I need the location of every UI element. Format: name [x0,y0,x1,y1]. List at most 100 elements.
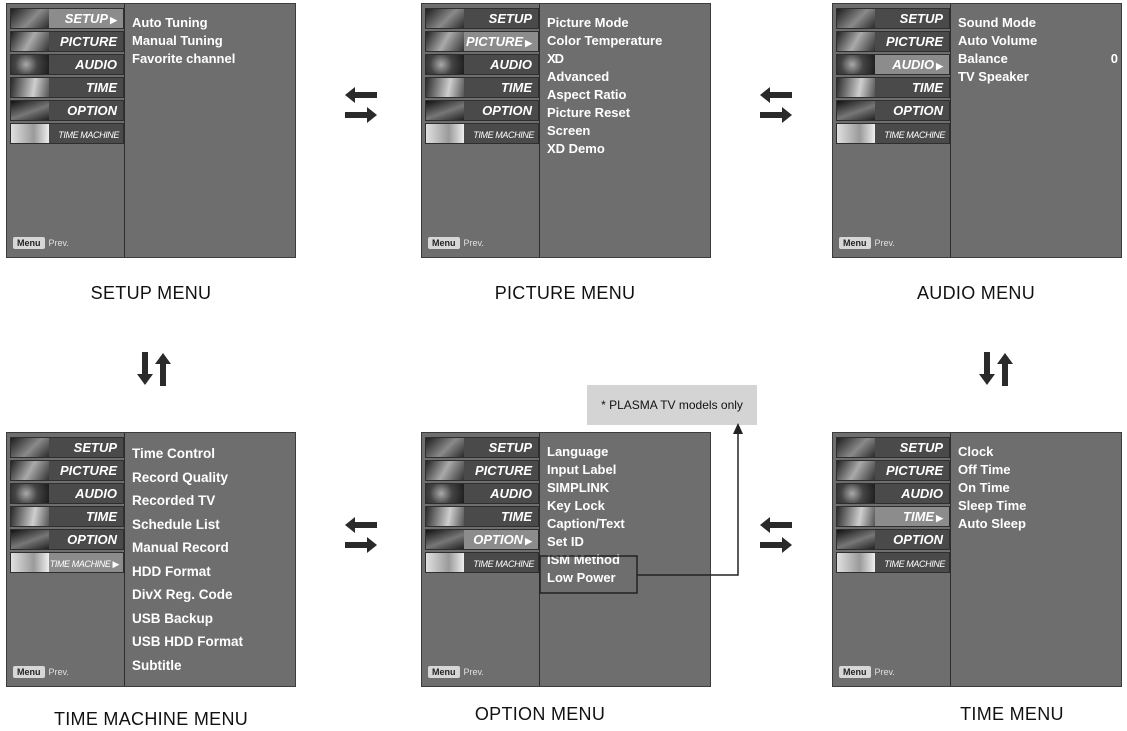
vertical-swap-arrows-icon [137,352,171,386]
sidebar-item-audio[interactable]: AUDIO▶ [836,54,950,75]
sidebar-item-picture[interactable]: PICTURE [10,460,124,481]
menu-item[interactable]: Auto Tuning [132,15,208,30]
sidebar-item-setup[interactable]: SETUP [425,8,539,29]
menu-key[interactable]: Menu [428,237,460,249]
audio-thumbnail-icon [426,55,464,74]
sidebar-item-picture[interactable]: PICTURE▶ [425,31,539,52]
sidebar-item-time[interactable]: TIME [836,77,950,98]
sidebar-item-setup[interactable]: SETUP [836,8,950,29]
sidebar: SETUP PICTURE AUDIO TIME OPTION▶ TIME MA… [422,433,540,686]
sidebar-item-option[interactable]: OPTION [836,529,950,550]
sidebar-item-label: TIME [903,509,935,524]
menu-item[interactable]: Time Control [132,446,216,461]
sidebar-item-time-machine[interactable]: TIME MACHINE▶ [10,552,124,573]
sidebar-item-label: SETUP [899,11,943,26]
menu-item[interactable]: Color Temperature [547,33,663,48]
menu-item[interactable]: USB Backup [132,610,214,626]
picture-thumbnail-icon [837,461,875,480]
menu-item[interactable]: Auto Sleep [958,516,1026,531]
sidebar-item-setup[interactable]: SETUP [836,437,950,458]
sidebar-item-audio[interactable]: AUDIO [10,54,124,75]
menu-item[interactable]: Picture Reset [547,105,631,120]
menu-item[interactable]: Low Power [547,570,616,585]
menu-item[interactable]: Language [547,444,609,459]
audio-thumbnail-icon [837,484,875,503]
menu-key[interactable]: Menu [839,237,871,249]
menu-item[interactable]: Aspect Ratio [547,87,627,102]
menu-item[interactable]: Screen [547,123,591,138]
menu-item[interactable]: DivX Reg. Code [132,587,233,602]
menu-item[interactable]: Caption/Text [547,516,625,531]
sidebar-item-time-machine[interactable]: TIME MACHINE [10,123,124,144]
menu-item[interactable]: Picture Mode [547,15,629,30]
sidebar-item-time-machine[interactable]: TIME MACHINE [425,123,539,144]
time-thumbnail-icon [837,78,875,97]
menu-item[interactable]: Favorite channel [132,51,236,66]
sidebar-item-time[interactable]: TIME [10,77,124,98]
sidebar-item-option[interactable]: OPTION [425,100,539,121]
sidebar-item-setup[interactable]: SETUP [425,437,539,458]
sidebar-item-picture[interactable]: PICTURE [10,31,124,52]
menu-item[interactable]: Key Lock [547,498,605,513]
menu-item[interactable]: Auto Volume [958,33,1038,48]
menu-item[interactable]: Clock [958,444,994,459]
sidebar-item-audio[interactable]: AUDIO [836,483,950,504]
menu-key[interactable]: Menu [13,666,45,678]
sidebar-item-picture[interactable]: PICTURE [836,31,950,52]
sidebar-item-time-machine[interactable]: TIME MACHINE [425,552,539,573]
menu-item[interactable]: Sleep Time [958,498,1027,513]
sidebar-item-time-machine[interactable]: TIME MACHINE [836,552,950,573]
menu-item[interactable]: Off Time [958,462,1011,477]
menu-item[interactable]: HDD Format [132,563,211,579]
menu-item[interactable]: Schedule List [132,516,220,532]
menu-item[interactable]: SIMPLINK [547,480,610,495]
sidebar-item-time[interactable]: TIME [425,506,539,527]
sidebar-item-picture[interactable]: PICTURE [836,460,950,481]
sidebar-item-time[interactable]: TIME [425,77,539,98]
sidebar-item-label: TIME MACHINE [884,559,945,569]
menu-item[interactable]: TV Speaker [958,69,1029,84]
sidebar-item-audio[interactable]: AUDIO [425,483,539,504]
sidebar-item-audio[interactable]: AUDIO [10,483,124,504]
picture-thumbnail-icon [426,32,464,51]
menu-item[interactable]: USB HDD Format [132,634,244,649]
sidebar-item-time[interactable]: TIME▶ [836,506,950,527]
menu-item[interactable]: Advanced [547,69,610,84]
time-machine-thumbnail-icon [837,553,875,572]
sidebar-item-picture[interactable]: PICTURE [425,460,539,481]
sidebar-item-time[interactable]: TIME [10,506,124,527]
menu-item[interactable]: Subtitle [132,657,182,673]
menu-item[interactable]: Input Label [547,462,617,477]
sidebar-item-label: PICTURE [59,463,117,478]
sidebar: SETUP▶ PICTURE AUDIO TIME OPTION TIME MA… [7,4,125,257]
xd-logo-item[interactable]: XD [547,50,707,68]
menu-item[interactable]: ISM Method [547,552,620,567]
menu-item[interactable]: On Time [958,480,1010,495]
menu-item[interactable]: XD Demo [547,141,605,156]
menu-item[interactable]: Sound Mode [958,15,1036,30]
sidebar-item-option[interactable]: OPTION [10,529,124,550]
selected-arrow-icon: ▶ [936,513,943,523]
sidebar-item-audio[interactable]: AUDIO [425,54,539,75]
sidebar-item-time-machine[interactable]: TIME MACHINE [836,123,950,144]
menu-key[interactable]: Menu [839,666,871,678]
menu-item[interactable]: Recorded TV [132,493,216,508]
menu-item[interactable]: Manual Tuning [132,33,223,48]
sidebar-item-option[interactable]: OPTION [10,100,124,121]
menu-item[interactable]: Manual Record [132,540,229,555]
selected-arrow-icon: ▶ [936,61,943,71]
sidebar-item-label: TIME MACHINE [49,559,111,569]
time-thumbnail-icon [426,507,464,526]
menu-key[interactable]: Menu [13,237,45,249]
menu-item[interactable]: Record Quality [132,469,229,485]
menu-key[interactable]: Menu [428,666,460,678]
sidebar-item-option[interactable]: OPTION▶ [425,529,539,550]
vertical-swap-arrows-icon [979,352,1013,386]
sidebar-item-label: OPTION [473,532,524,547]
swap-arrows-icon [345,87,377,123]
sidebar-item-option[interactable]: OPTION [836,100,950,121]
menu-item[interactable]: Set ID [547,534,584,549]
sidebar-item-setup[interactable]: SETUP▶ [10,8,124,29]
sidebar-item-setup[interactable]: SETUP [10,437,124,458]
